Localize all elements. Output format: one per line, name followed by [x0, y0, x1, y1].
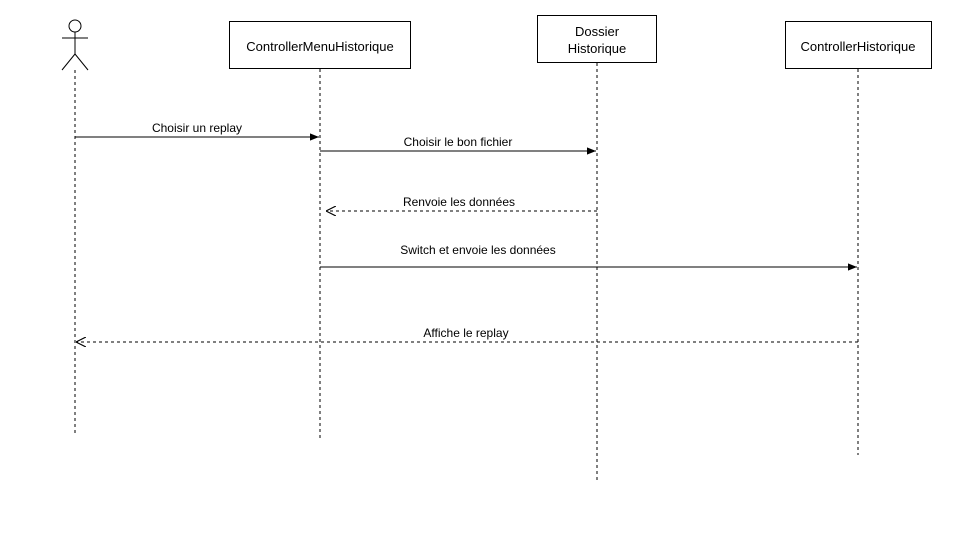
participant-label-line-1: Dossier: [575, 24, 620, 39]
participant-label: ControllerHistorique: [801, 39, 916, 54]
message-renvoie-les-donnees: Renvoie les données: [326, 195, 597, 211]
participant-label: ControllerMenuHistorique: [246, 39, 393, 54]
participant-dossier-historique: Dossier Historique: [537, 15, 657, 63]
message-choisir-un-replay: Choisir un replay: [75, 121, 319, 141]
participant-controller-historique: ControllerHistorique: [785, 21, 932, 69]
message-label: Renvoie les données: [403, 195, 515, 209]
participant-label-line-2: Historique: [568, 41, 627, 56]
message-switch-et-envoie-les-donnees: Switch et envoie les données: [320, 243, 857, 271]
message-label: Choisir un replay: [152, 121, 242, 135]
message-label: Affiche le replay: [423, 326, 508, 340]
message-choisir-le-bon-fichier: Choisir le bon fichier: [320, 135, 596, 155]
actor-icon: [61, 19, 89, 71]
message-label: Switch et envoie les données: [400, 243, 555, 257]
message-label: Choisir le bon fichier: [404, 135, 513, 149]
participant-controller-menu-historique: ControllerMenuHistorique: [229, 21, 411, 69]
message-affiche-le-replay: Affiche le replay: [76, 326, 858, 342]
